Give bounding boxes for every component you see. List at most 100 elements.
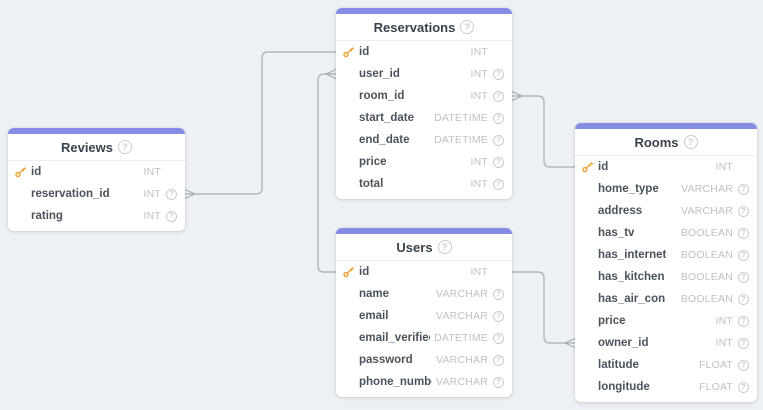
- help-icon: [493, 134, 504, 146]
- help-icon: [683, 135, 698, 149]
- field-name: has_tv: [598, 227, 635, 239]
- field-name: end_date: [359, 134, 410, 146]
- field-type: INT: [470, 156, 488, 168]
- field-name: room_id: [359, 90, 405, 102]
- field-type: INT: [715, 337, 733, 349]
- relationship-reservations-rooms[interactable]: [521, 95, 576, 168]
- help-icon: [166, 210, 177, 222]
- field-row[interactable]: password VARCHAR: [336, 349, 512, 371]
- field-row[interactable]: has_kitchen BOOLEAN: [575, 266, 757, 288]
- field-row[interactable]: has_air_con BOOLEAN: [575, 288, 757, 310]
- table-title-label: Users: [396, 239, 433, 255]
- field-row[interactable]: total INT: [336, 173, 512, 195]
- field-name: password: [359, 354, 413, 366]
- table-title[interactable]: Reservations: [336, 14, 512, 41]
- field-row[interactable]: email_verified_ DATETIME: [336, 327, 512, 349]
- table-title-label: Reviews: [60, 139, 114, 155]
- field-name: rating: [31, 210, 63, 222]
- field-type: VARCHAR: [436, 310, 488, 322]
- field-row[interactable]: phone_numbe VARCHAR: [336, 371, 512, 393]
- field-row[interactable]: id INT: [336, 41, 512, 63]
- help-icon: [738, 183, 749, 195]
- field-type: INT: [470, 46, 488, 58]
- table-users[interactable]: Users id INT name VARCHAR email VARCHAR …: [336, 228, 512, 397]
- table-accent-bar: [8, 128, 185, 134]
- field-row[interactable]: home_type VARCHAR: [575, 178, 757, 200]
- table-reviews[interactable]: Reviews id INT reservation_id INT rating…: [8, 128, 185, 231]
- help-icon: [493, 68, 504, 80]
- field-name: latitude: [598, 359, 639, 371]
- field-row[interactable]: email VARCHAR: [336, 305, 512, 327]
- field-type: INT: [715, 161, 733, 173]
- field-row[interactable]: name VARCHAR: [336, 283, 512, 305]
- field-name: price: [359, 156, 387, 168]
- table-rooms[interactable]: Rooms id INT home_type VARCHAR address V…: [575, 123, 757, 402]
- field-name: price: [598, 315, 626, 327]
- field-row[interactable]: end_date DATETIME: [336, 129, 512, 151]
- help-icon: [493, 178, 504, 190]
- primary-key-icon: [582, 161, 593, 173]
- field-type: BOOLEAN: [680, 249, 733, 261]
- crows-foot-icon: [184, 188, 196, 200]
- field-name: id: [359, 266, 370, 278]
- help-icon: [493, 376, 504, 388]
- field-row[interactable]: reservation_id INT: [8, 183, 185, 205]
- field-row[interactable]: user_id INT: [336, 63, 512, 85]
- field-type: INT: [143, 210, 161, 222]
- field-row[interactable]: latitude FLOAT: [575, 354, 757, 376]
- field-row[interactable]: id INT: [575, 156, 757, 178]
- field-type: INT: [470, 90, 488, 102]
- help-icon: [738, 381, 749, 393]
- field-type: INT: [470, 266, 488, 278]
- field-name: email_verified_: [359, 332, 430, 344]
- field-row[interactable]: has_internet BOOLEAN: [575, 244, 757, 266]
- field-name: name: [359, 288, 390, 300]
- table-title[interactable]: Rooms: [575, 129, 757, 156]
- field-type: VARCHAR: [681, 205, 733, 217]
- field-row[interactable]: room_id INT: [336, 85, 512, 107]
- field-name: has_kitchen: [598, 271, 665, 283]
- help-icon: [493, 156, 504, 168]
- field-row[interactable]: id INT: [8, 161, 185, 183]
- primary-key-icon: [343, 46, 354, 58]
- field-type: FLOAT: [698, 359, 733, 371]
- field-row[interactable]: price INT: [575, 310, 757, 332]
- relationship-users-rooms[interactable]: [511, 271, 566, 344]
- table-title[interactable]: Users: [336, 234, 512, 261]
- field-type: INT: [143, 188, 161, 200]
- field-type: INT: [143, 166, 161, 178]
- field-row[interactable]: owner_id INT: [575, 332, 757, 354]
- table-accent-bar: [575, 123, 757, 129]
- help-icon: [493, 332, 504, 344]
- help-icon: [460, 20, 475, 34]
- field-name: total: [359, 178, 384, 190]
- relationship-users-reservations[interactable]: [317, 73, 337, 273]
- field-row[interactable]: start_date DATETIME: [336, 107, 512, 129]
- field-row[interactable]: has_tv BOOLEAN: [575, 222, 757, 244]
- field-name: id: [598, 161, 609, 173]
- field-row[interactable]: rating INT: [8, 205, 185, 227]
- table-title[interactable]: Reviews: [8, 134, 185, 161]
- table-reservations[interactable]: Reservations id INT user_id INT room_id …: [336, 8, 512, 199]
- field-type: VARCHAR: [681, 183, 733, 195]
- field-name: phone_numbe: [359, 376, 433, 388]
- field-name: reservation_id: [31, 188, 110, 200]
- field-type: INT: [715, 315, 733, 327]
- field-row[interactable]: address VARCHAR: [575, 200, 757, 222]
- table-title-label: Reservations: [373, 19, 456, 35]
- help-icon: [166, 188, 177, 200]
- field-type: INT: [470, 68, 488, 80]
- field-name: id: [31, 166, 42, 178]
- help-icon: [738, 315, 749, 327]
- field-row[interactable]: price INT: [336, 151, 512, 173]
- help-icon: [493, 288, 504, 300]
- field-row[interactable]: longitude FLOAT: [575, 376, 757, 398]
- relationship-reviews-reservations[interactable]: [194, 51, 337, 195]
- help-icon: [738, 249, 749, 261]
- help-icon: [493, 90, 504, 102]
- field-row[interactable]: id INT: [336, 261, 512, 283]
- field-name: email: [359, 310, 389, 322]
- help-icon: [738, 293, 749, 305]
